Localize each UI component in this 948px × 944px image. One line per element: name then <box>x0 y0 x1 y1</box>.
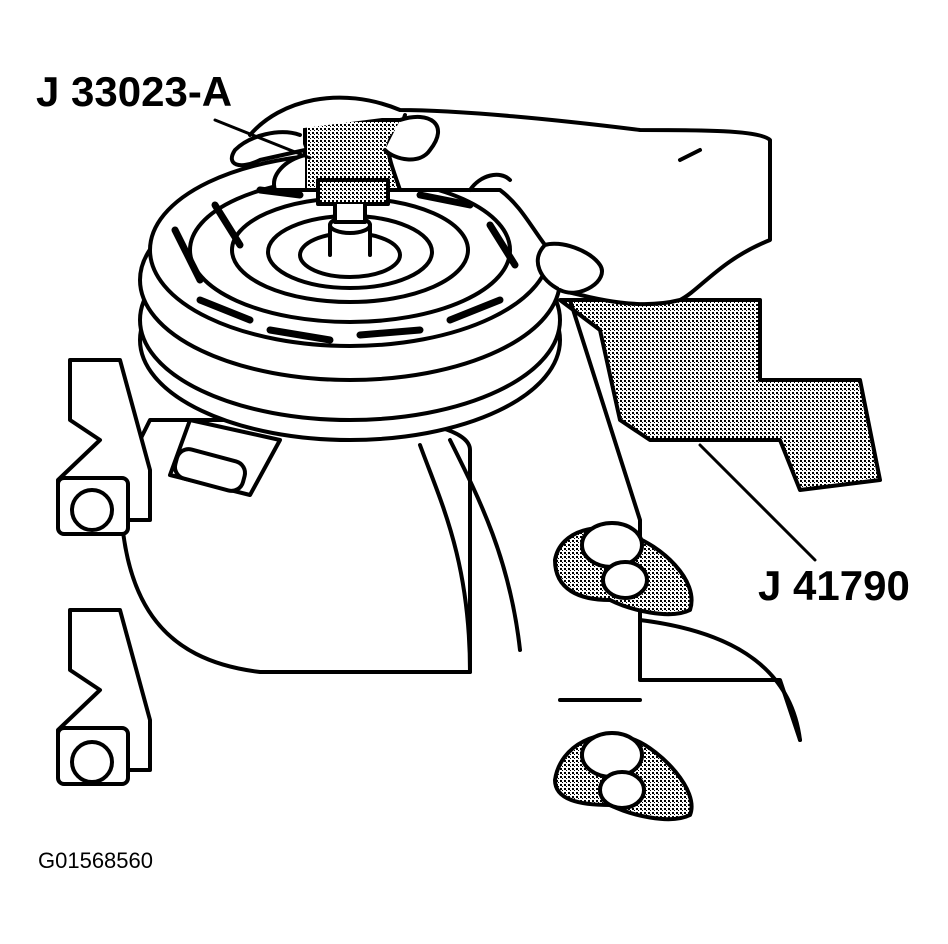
mounting-ear-lower <box>56 608 152 786</box>
fixture-bolt-upper <box>553 521 694 617</box>
clutch-connector <box>168 418 282 497</box>
fixture-bolt-lower <box>553 731 694 822</box>
leader-line-j41790 <box>698 443 817 562</box>
hand <box>248 95 772 307</box>
figure-id: G01568560 <box>38 848 153 873</box>
leader-line-j33023a <box>213 118 312 160</box>
compressor-body <box>118 418 472 674</box>
mounting-ear-upper <box>56 358 152 536</box>
clutch-slots <box>171 186 519 344</box>
holding-fixture-shaded <box>558 298 882 492</box>
callout-tool-j41790: J 41790 <box>758 562 910 609</box>
callout-tool-j33023a: J 33023-A <box>36 68 233 115</box>
tool-j33023a <box>303 118 402 224</box>
